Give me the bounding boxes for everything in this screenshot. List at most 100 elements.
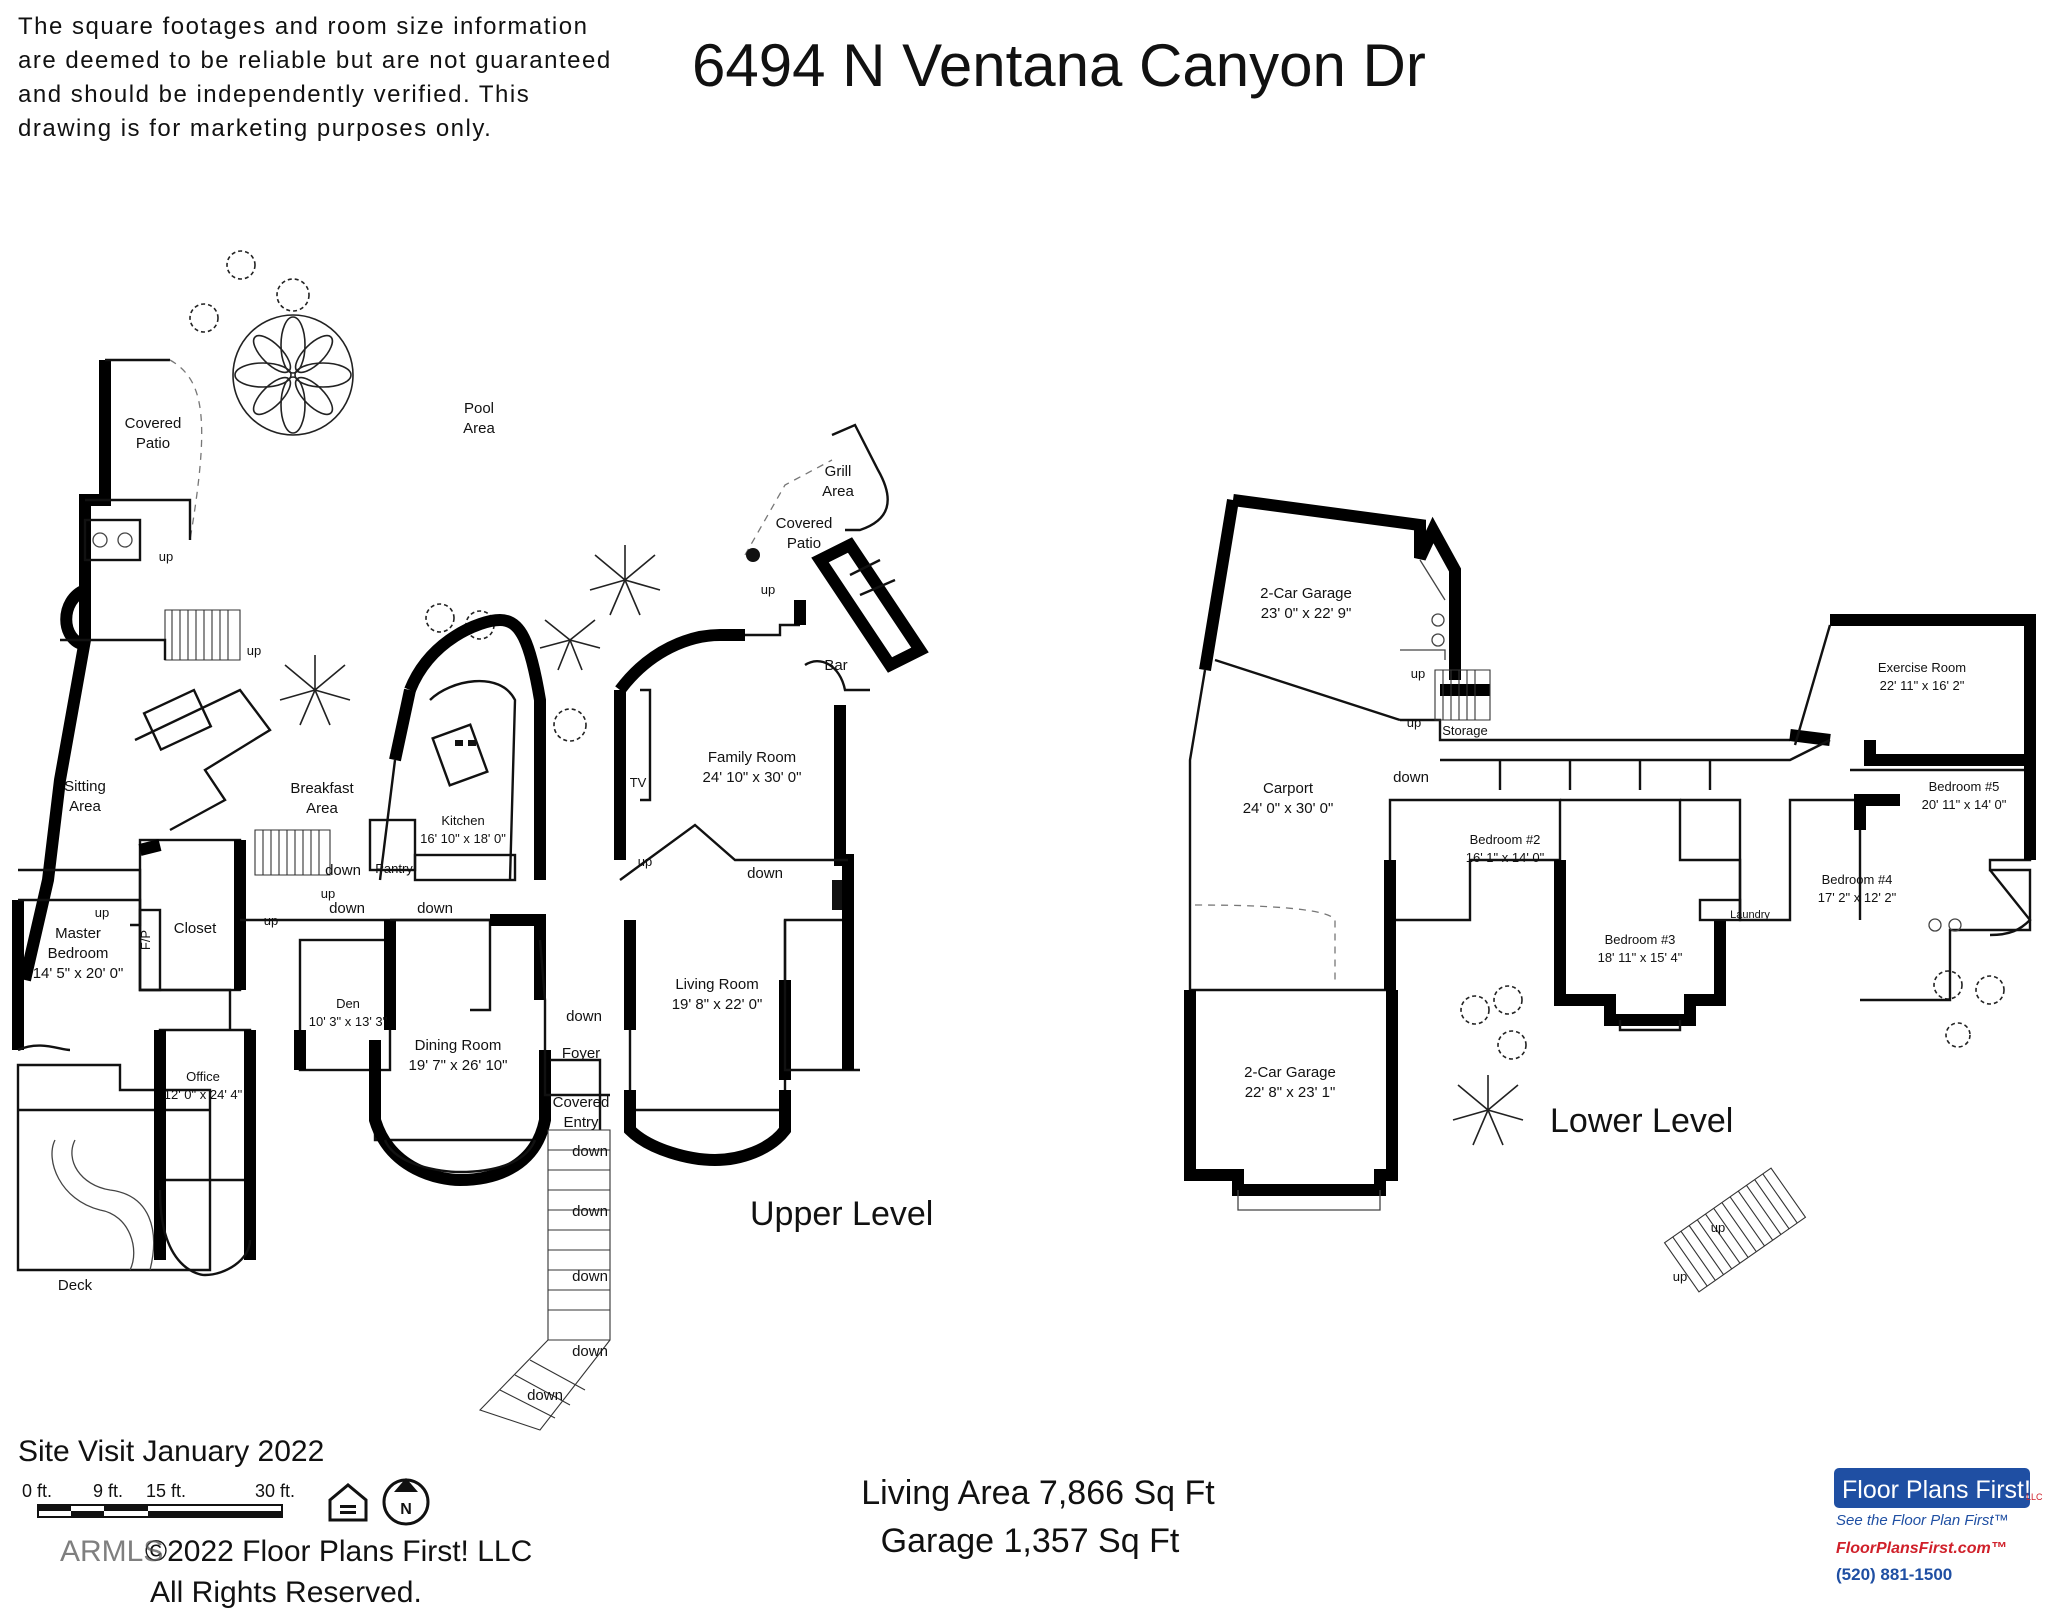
svg-text:Grill: Grill [825,463,852,480]
svg-text:Bedroom: Bedroom [48,945,109,962]
garage-area-total: Garage 1,357 Sq Ft [881,1522,1180,1560]
room-carport: Carport 24' 0" x 30' 0" [1243,780,1334,817]
svg-text:22' 8" x 23' 1": 22' 8" x 23' 1" [1245,1084,1336,1101]
floor-plans-first-logo: Floor Plans First! LLC See the Floor Pla… [1834,1468,2043,1584]
stair-label-up: up [638,854,652,869]
disclaimer-line: and should be independently verified. Th… [18,81,530,108]
logo-phone: (520) 881-1500 [1836,1565,1952,1584]
stair-labels: up up up up up up up down down down down… [95,549,1725,1404]
stair-label-down: down [329,900,365,917]
lower-level-plan [1184,494,2036,1293]
stair-label-down: down [572,1203,608,1220]
logo-suffix: LLC [2026,1492,2043,1502]
logo-tagline: See the Floor Plan First™ [1836,1512,2009,1529]
room-covered-entry: Covered Entry [553,1094,610,1131]
stair-label-up: up [159,549,173,564]
room-office: Office 12' 0" x 24' 4" [164,1069,243,1102]
svg-text:Office: Office [186,1069,220,1084]
svg-text:Covered: Covered [776,515,833,532]
svg-text:Covered: Covered [125,415,182,432]
room-sitting-area: Sitting Area [64,778,106,815]
stair-label-up: up [761,582,775,597]
room-living-room: Living Room 19' 8" x 22' 0" [672,976,763,1013]
logo-text: Floor Plans First! [1842,1476,2031,1504]
upper-level-plan [12,358,929,1431]
svg-text:Area: Area [69,798,101,815]
svg-text:Area: Area [822,483,854,500]
stair-label-up: up [1407,715,1421,730]
svg-text:Den: Den [336,996,360,1011]
site-visit-note: Site Visit January 2022 [18,1435,324,1468]
stair-label-down: down [527,1387,563,1404]
room-bedroom-5: Bedroom #5 20' 11" x 14' 0" [1922,779,2007,812]
room-pool-area: Pool Area [463,400,495,437]
room-breakfast-area: Breakfast Area [290,780,354,817]
room-foyer: Foyer [562,1045,600,1062]
logo-website: FloorPlansFirst.com™ [1836,1540,2007,1557]
stair-label-up: up [264,913,278,928]
svg-text:Area: Area [306,800,338,817]
svg-text:2-Car Garage: 2-Car Garage [1260,585,1352,602]
mls-watermark: ARMLS [60,1535,163,1568]
svg-text:9 ft.: 9 ft. [93,1481,123,1501]
stair-label-up: up [1711,1220,1725,1235]
room-labels: Covered Patio Pool Area Grill Area Cover… [33,400,2007,1294]
shrub-icon [189,250,2005,1060]
stair-label-up: up [247,643,261,658]
svg-text:Kitchen: Kitchen [441,813,484,828]
svg-text:Dining Room: Dining Room [415,1037,502,1054]
svg-text:Entry: Entry [563,1114,599,1131]
svg-text:19' 7" x 26' 10": 19' 7" x 26' 10" [409,1057,508,1074]
room-covered-patio-top: Covered Patio [125,415,182,452]
stair-label-down: down [572,1343,608,1360]
stair-label-up: up [1411,666,1425,681]
svg-text:Covered: Covered [553,1094,610,1111]
room-pantry: Pantry [375,861,413,876]
stair-label-down: down [572,1268,608,1285]
room-bedroom-3: Bedroom #3 18' 11" x 15' 4" [1598,932,1683,965]
svg-text:2-Car Garage: 2-Car Garage [1244,1064,1336,1081]
stair-label-down: down [566,1008,602,1025]
svg-text:Patio: Patio [136,435,170,452]
svg-text:Patio: Patio [787,535,821,552]
scale-bar: 0 ft. 9 ft. 15 ft. 30 ft. [22,1481,295,1518]
svg-text:Bedroom #2: Bedroom #2 [1470,832,1541,847]
room-grill-area: Grill Area [822,463,854,500]
svg-text:16' 1" x 14' 0": 16' 1" x 14' 0" [1466,850,1545,865]
room-exercise-room: Exercise Room 22' 11" x 16' 2" [1878,660,1966,693]
room-storage: Storage [1442,723,1488,738]
room-tv: TV [630,775,647,790]
stair-label-up: up [321,886,335,901]
lower-level-label: Lower Level [1550,1102,1733,1140]
svg-text:Bedroom #4: Bedroom #4 [1822,872,1893,887]
stair-label-down: down [747,865,783,882]
svg-text:30 ft.: 30 ft. [255,1481,295,1501]
svg-text:10' 3" x 13' 3": 10' 3" x 13' 3" [309,1014,388,1029]
room-fireplace: F/P [138,930,153,950]
svg-text:Carport: Carport [1263,780,1314,797]
svg-text:24' 10" x 30' 0": 24' 10" x 30' 0" [703,769,802,786]
stair-label-up: up [1673,1269,1687,1284]
room-bar: Bar [824,657,847,674]
north-letter: N [400,1501,412,1518]
disclaimer-line: The square footages and room size inform… [18,13,588,40]
stair-label-down: down [417,900,453,917]
svg-text:Sitting: Sitting [64,778,106,795]
svg-text:0 ft.: 0 ft. [22,1481,52,1501]
room-bedroom-2: Bedroom #2 16' 1" x 14' 0" [1466,832,1545,865]
svg-text:23' 0" x 22' 9": 23' 0" x 22' 9" [1261,605,1352,622]
svg-text:Breakfast: Breakfast [290,780,354,797]
svg-text:22' 11" x 16' 2": 22' 11" x 16' 2" [1880,678,1965,693]
svg-text:20' 11" x 14' 0": 20' 11" x 14' 0" [1922,797,2007,812]
room-2-car-garage-bottom: 2-Car Garage 22' 8" x 23' 1" [1244,1064,1336,1101]
room-den: Den 10' 3" x 13' 3" [309,996,388,1029]
property-address-title: 6494 N Ventana Canyon Dr [692,32,1426,99]
room-bedroom-4: Bedroom #4 17' 2" x 12' 2" [1818,872,1897,905]
svg-text:14' 5" x 20' 0": 14' 5" x 20' 0" [33,965,124,982]
room-2-car-garage-top: 2-Car Garage 23' 0" x 22' 9" [1260,585,1352,622]
room-closet: Closet [174,920,217,937]
stair-label-down: down [325,862,361,879]
stair-label-up: up [95,905,109,920]
svg-text:18' 11" x 15' 4": 18' 11" x 15' 4" [1598,950,1683,965]
